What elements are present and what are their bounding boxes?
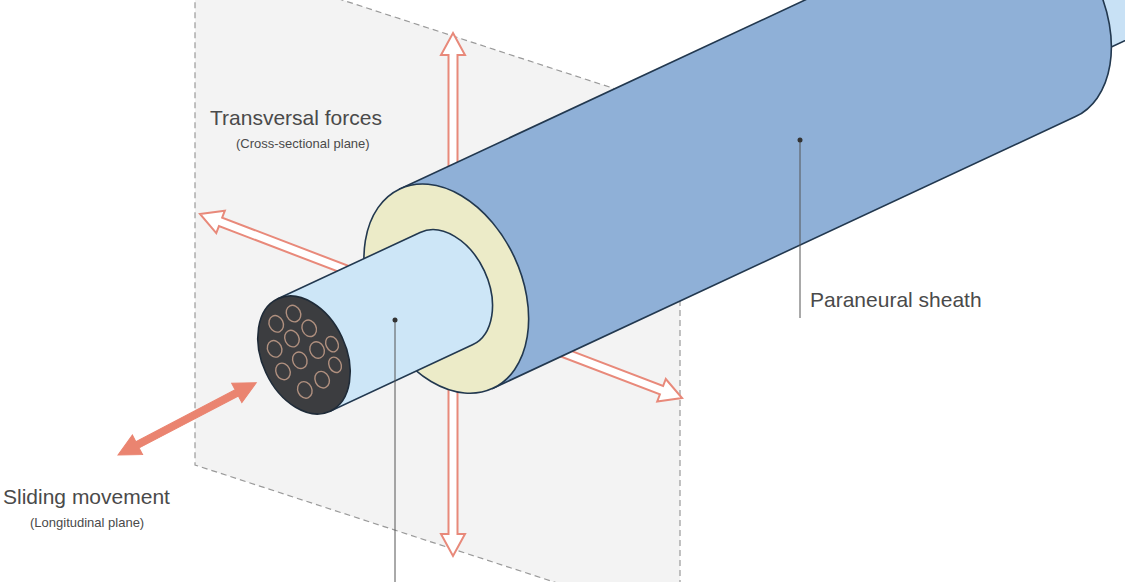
- leader-dot: [798, 138, 803, 143]
- fascicle: [307, 339, 327, 360]
- leader-dot: [393, 318, 398, 323]
- fascicle: [295, 379, 315, 400]
- plane-sublabel: (Cross-sectional plane): [236, 136, 370, 152]
- fascicle: [284, 303, 304, 324]
- sliding-arrow: [113, 373, 261, 465]
- fascicle: [323, 334, 341, 354]
- fascicle: [273, 361, 293, 382]
- fascicle: [290, 350, 310, 371]
- fascicle: [265, 338, 285, 359]
- fascicle-group: [253, 294, 354, 406]
- nerve-cross-section: [240, 281, 369, 429]
- leader-line: [395, 320, 396, 582]
- nerve-cylinder-group: [219, 0, 1125, 472]
- leader-line: [800, 140, 801, 318]
- fascicle: [299, 318, 319, 339]
- movement-label: Sliding movement: [3, 484, 170, 509]
- fascicle: [326, 355, 344, 375]
- movement-sublabel: (Longitudinal plane): [30, 515, 144, 531]
- fascicle: [266, 313, 286, 334]
- fascicle: [312, 369, 332, 390]
- part-label: Paraneural sheath: [810, 287, 982, 312]
- fascicle: [282, 328, 302, 349]
- plane-label: Transversal forces: [210, 105, 382, 130]
- double-arrow: [113, 373, 261, 465]
